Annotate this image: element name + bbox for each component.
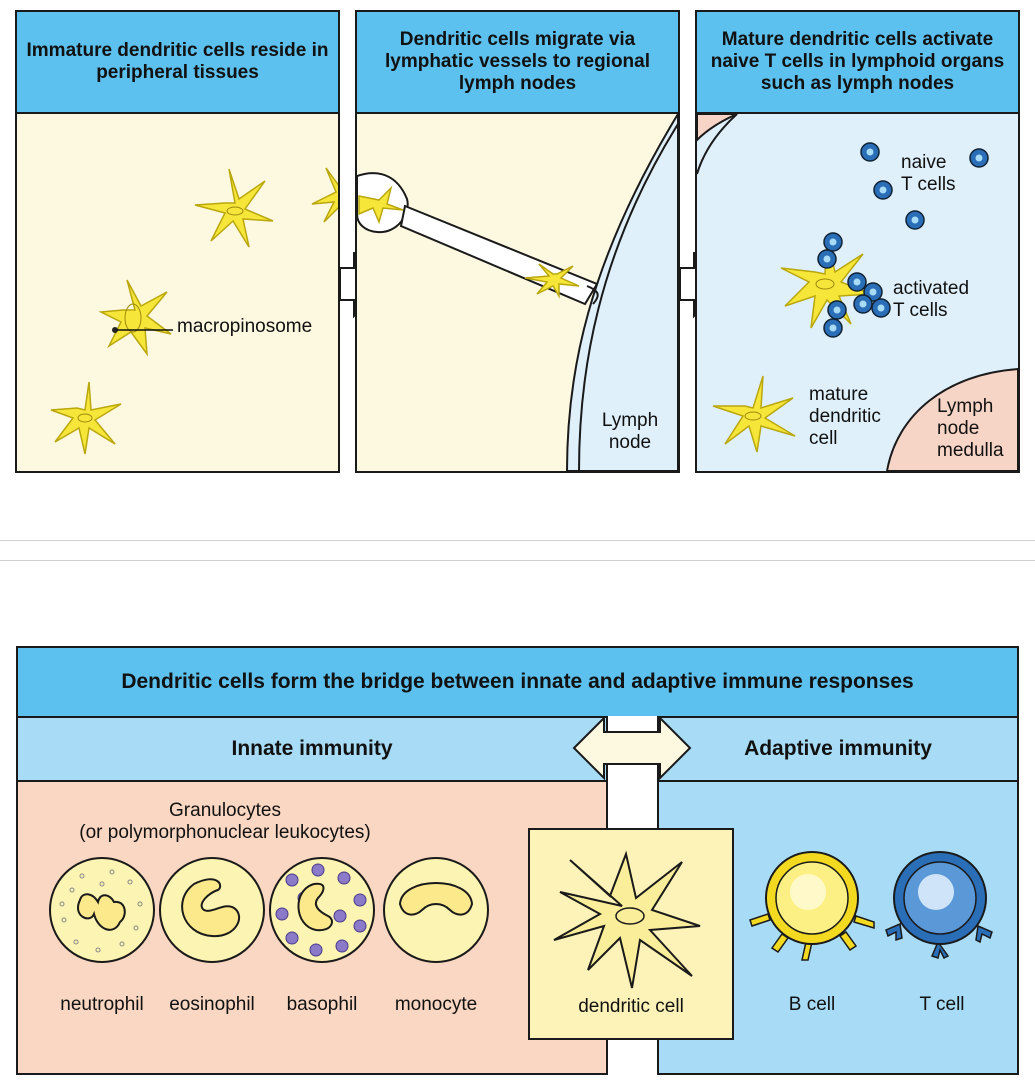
b-cell-label: B cell [788,994,836,1015]
immature-dendritic-cell [50,381,122,455]
monocyte-label: monocyte [394,994,478,1015]
naive-t-cell [905,210,925,230]
basophil-icon [269,857,375,963]
naive-t-cell [873,180,893,200]
dendritic-cell-label: dendritic cell [578,996,684,1017]
activated-t-cells [817,232,891,338]
panel-1-title: Immature dendritic cells reside in perip… [17,12,338,114]
immature-dendritic-cell [194,168,274,248]
neutrophil-label: neutrophil [60,994,144,1015]
separator-line [0,540,1035,541]
separator-line [0,560,1035,561]
double-arrow-icon [572,716,692,780]
neutrophil-icon [49,857,155,963]
mature-dendritic-cell-label: mature dendritic cell [809,384,881,449]
lymph-node-medulla-region [885,367,1018,471]
immature-dendritic-cell [98,279,172,357]
innate-immunity-heading-text: Innate immunity [231,737,393,760]
adaptive-cells-illustration [749,851,993,961]
panel-3-title: Mature dendritic cells activate naive T … [697,12,1018,114]
t-cell-label: T cell [919,994,965,1015]
dendritic-cell-box: dendritic cell [528,828,734,1040]
eosinophil-icon [159,857,265,963]
adaptive-immunity-heading: Adaptive immunity [657,716,1019,782]
panel-3-illustration [697,114,1018,471]
innate-immunity-heading: Innate immunity [16,716,608,782]
innate-cells-illustration [49,857,489,963]
dendritic-cell-icon [553,850,701,989]
lymph-node-region [565,114,678,471]
lymph-node-label: Lymph node [601,410,659,453]
naive-t-cell [860,142,880,162]
adaptive-immunity-heading-text: Adaptive immunity [744,737,932,760]
basophil-label: basophil [286,994,358,1015]
mature-dendritic-cell [712,375,796,453]
b-cell-icon [749,851,875,961]
dendritic-cell-entering-vessel [311,167,338,223]
macropinosome-label: macropinosome [177,316,313,337]
panel-lymphatic-migration: Dendritic cells migrate via lymphatic ve… [355,10,680,473]
monocyte-icon [383,857,489,963]
panel-2-illustration [357,114,678,471]
panel-peripheral-tissue: Immature dendritic cells reside in perip… [15,10,340,473]
lymph-node-medulla-label: Lymph node medulla [937,396,1004,461]
granulocytes-label: Granulocytes (or polymorphonuclear leuko… [79,800,371,843]
panel-2-title: Dendritic cells migrate via lymphatic ve… [357,12,678,114]
naive-t-cells-label: naive T cells [901,152,956,195]
panel-t-cell-activation: Mature dendritic cells activate naive T … [695,10,1020,473]
bridge-title: Dendritic cells form the bridge between … [16,646,1019,718]
naive-t-cell [969,148,989,168]
t-cell-icon [885,851,993,960]
eosinophil-label: eosinophil [169,994,255,1015]
activated-t-cells-label: activated T cells [893,278,970,321]
dendritic-cell-in-vessel [524,263,580,299]
panel-1-illustration [50,167,338,455]
dendritic-cell-in-vessel-entry [358,185,404,225]
